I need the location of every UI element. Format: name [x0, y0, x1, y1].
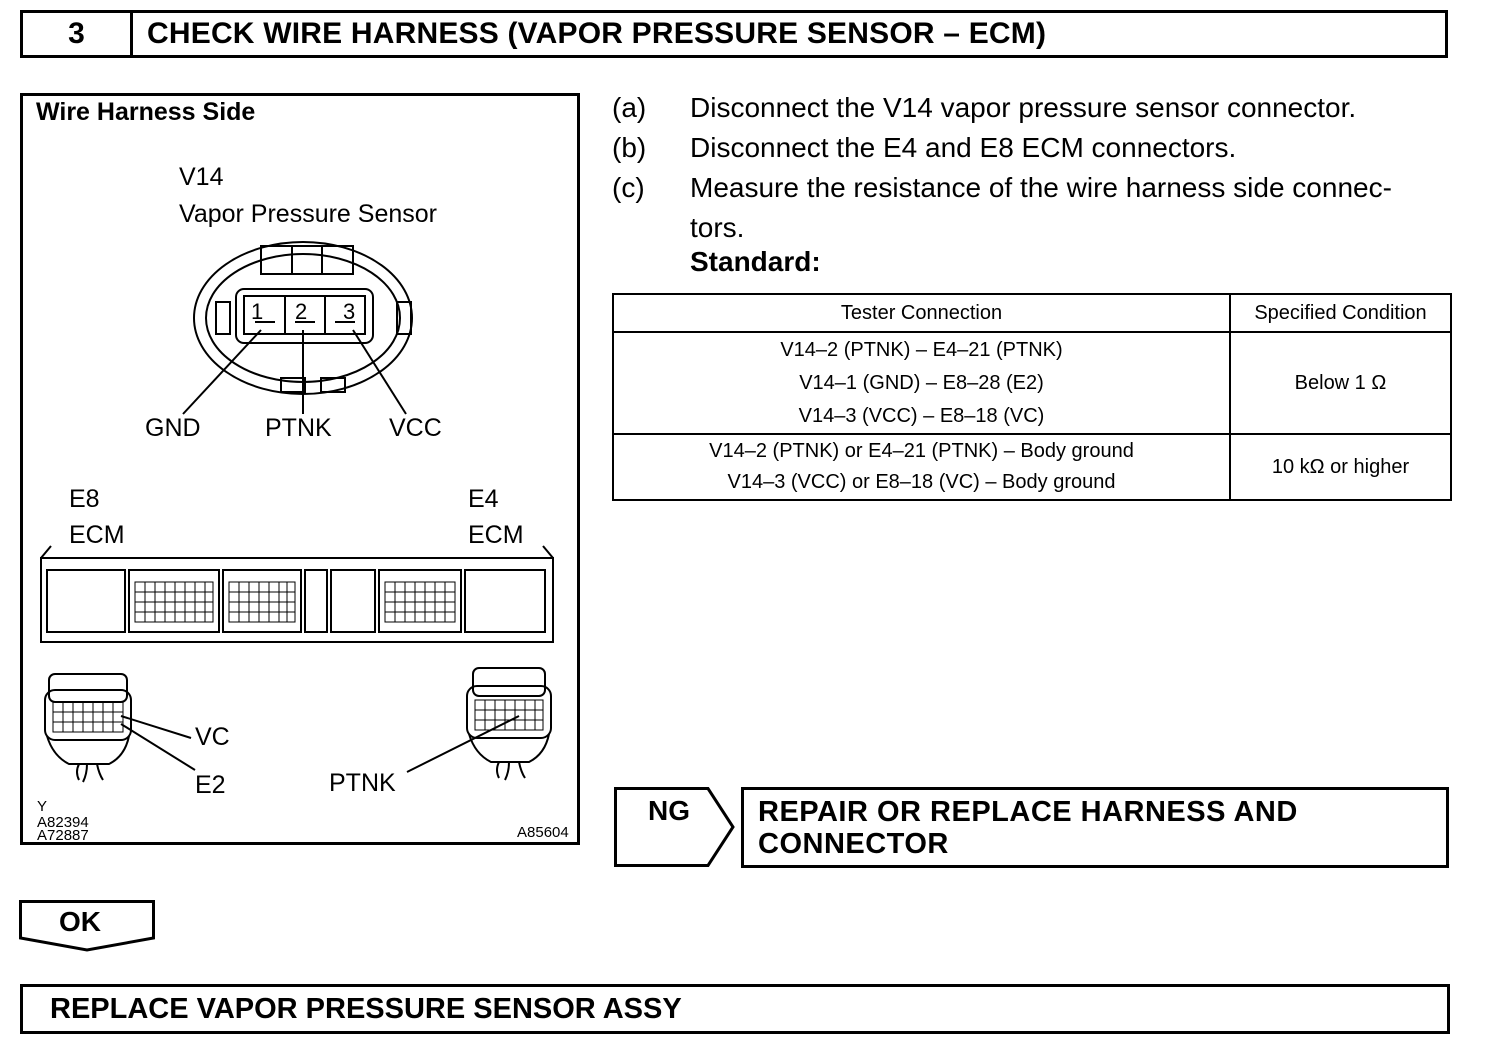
connection-line: V14–2 (PTNK) or E4–21 (PTNK) – Body grou… — [709, 440, 1134, 462]
ng-arrow-icon — [614, 787, 735, 867]
ecm-unit-icon — [40, 545, 554, 643]
ecm-connector-grids — [134, 581, 456, 623]
instruction-a: (a) Disconnect the V14 vapor pressure se… — [612, 88, 1462, 128]
instruction-c-continued: tors. — [612, 208, 1462, 248]
tester-connection-cell: V14–2 (PTNK) – E4–21 (PTNK) V14–1 (GND) … — [612, 331, 1231, 435]
figure-number: A85604 — [517, 824, 569, 841]
specified-condition-cell: Below 1 Ω — [1229, 331, 1452, 435]
ref-code-1: A82394 — [37, 814, 89, 831]
column-header: Specified Condition — [1229, 293, 1452, 333]
column-header: Tester Connection — [612, 293, 1231, 333]
step-header: 3 CHECK WIRE HARNESS (VAPOR PRESSURE SEN… — [20, 10, 1448, 58]
instruction-list: (a) Disconnect the V14 vapor pressure se… — [612, 88, 1462, 248]
ng-action-box: REPAIR OR REPLACE HARNESS AND CONNECTOR — [741, 787, 1449, 868]
v14-connector-icon — [182, 241, 413, 415]
pin-3: 3 — [343, 299, 356, 324]
ref-code-y: Y — [37, 798, 48, 815]
e4-code: E4 — [468, 485, 499, 513]
wiring-illustration: Wire Harness Side V14 Vapor Pressure Sen… — [20, 93, 580, 845]
ok-arrow-icon — [19, 900, 155, 952]
instruction-b: (b) Disconnect the E4 and E8 ECM connect… — [612, 128, 1462, 168]
instruction-c: (c) Measure the resistance of the wire h… — [612, 168, 1462, 208]
instruction-text: Disconnect the E4 and E8 ECM connectors. — [690, 132, 1237, 163]
final-action-text: REPLACE VAPOR PRESSURE SENSOR ASSY — [50, 992, 682, 1025]
table-row: V14–2 (PTNK) – E4–21 (PTNK) V14–1 (GND) … — [612, 331, 1452, 435]
connection-line: V14–3 (VCC) or E8–18 (VC) – Body ground — [727, 471, 1116, 493]
gnd-label: GND — [145, 414, 201, 442]
connection-line: V14–1 (GND) – E8–28 (E2) — [799, 371, 1044, 394]
e8-code: E8 — [69, 485, 100, 513]
instruction-text: Measure the resistance of the wire harne… — [690, 172, 1392, 203]
final-action-box: REPLACE VAPOR PRESSURE SENSOR ASSY — [20, 984, 1450, 1034]
vcc-label: VCC — [389, 414, 442, 442]
instruction-letter: (c) — [612, 172, 645, 203]
ng-branch-tag: NG — [614, 787, 736, 867]
ng-action-line: CONNECTOR — [758, 828, 949, 860]
e4-harness-connector-icon — [406, 667, 552, 781]
e8-terminal-grid — [52, 701, 124, 733]
e4-terminal-grid — [474, 699, 544, 731]
instruction-text: Disconnect the V14 vapor pressure sensor… — [690, 92, 1357, 123]
connection-line: V14–3 (VCC) – E8–18 (VC) — [798, 404, 1045, 427]
sensor-code: V14 — [179, 163, 224, 191]
table-row: V14–2 (PTNK) or E4–21 (PTNK) – Body grou… — [612, 433, 1452, 501]
ptnk-label: PTNK — [265, 414, 332, 442]
specified-condition-cell: 10 kΩ or higher — [1229, 433, 1452, 501]
ok-label: OK — [59, 906, 101, 937]
ng-label: NG — [648, 795, 690, 826]
instruction-letter: (b) — [612, 132, 647, 163]
e8-ecm-label: ECM — [69, 521, 125, 549]
standard-label: Standard: — [690, 246, 821, 277]
ok-branch-tag: OK — [19, 900, 155, 952]
step-title: CHECK WIRE HARNESS (VAPOR PRESSURE SENSO… — [147, 17, 1047, 50]
table-header-row: Tester Connection Specified Condition — [612, 293, 1452, 333]
sensor-name: Vapor Pressure Sensor — [179, 200, 437, 228]
ptnk-terminal-label: PTNK — [329, 769, 396, 797]
ng-action-line: REPAIR OR REPLACE HARNESS AND — [758, 796, 1298, 828]
e4-ecm-label: ECM — [468, 521, 524, 549]
step-number: 3 — [23, 13, 133, 55]
ref-code-2: A72887 — [37, 830, 89, 842]
figure-title: Wire Harness Side — [36, 98, 256, 126]
pin-2: 2 — [295, 299, 308, 324]
instruction-letter: (a) — [612, 92, 647, 123]
pin-1: 1 — [251, 299, 264, 324]
e2-terminal-label: E2 — [195, 771, 226, 799]
connector-drawing — [40, 241, 554, 783]
e8-harness-connector-icon — [44, 673, 196, 783]
instruction-text: tors. — [690, 212, 745, 243]
vc-terminal-label: VC — [195, 723, 230, 751]
specification-table: Tester Connection Specified Condition V1… — [612, 293, 1452, 501]
connection-line: V14–2 (PTNK) – E4–21 (PTNK) — [780, 338, 1063, 361]
tester-connection-cell: V14–2 (PTNK) or E4–21 (PTNK) – Body grou… — [612, 433, 1231, 501]
